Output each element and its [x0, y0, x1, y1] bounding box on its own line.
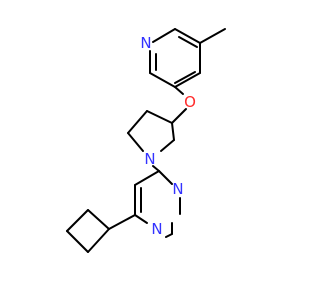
bond: [108, 214, 136, 230]
bond: [66, 209, 89, 232]
bond: [87, 209, 110, 230]
atom-label-pyrrolidine-n: N: [144, 150, 155, 168]
atom-label-pyrimidine-n-top: N: [172, 180, 183, 198]
bond: [174, 86, 184, 95]
cyclobutyl-ring: [66, 209, 136, 253]
bond: [174, 72, 201, 88]
bond: [171, 122, 175, 141]
pyridine-ring: [149, 28, 201, 88]
bond: [174, 28, 201, 44]
atom-label-pyrimidine-n-bottom: N: [151, 220, 162, 238]
bond: [174, 71, 196, 84]
bond: [134, 214, 148, 224]
bond: [152, 28, 176, 43]
bond: [160, 139, 175, 152]
bond: [146, 110, 173, 124]
atom-label-pyridine-n: N: [140, 34, 151, 52]
bond: [149, 72, 176, 88]
bond: [66, 230, 89, 253]
atom-label-ether-o: O: [184, 93, 196, 111]
methyl-bond: [199, 28, 226, 44]
bond: [127, 132, 144, 152]
molecule-structure: N O N N N: [66, 28, 226, 253]
bond: [158, 170, 173, 185]
pyrrolidine-ring: [127, 110, 175, 152]
bond: [127, 110, 148, 134]
bond: [165, 233, 173, 238]
bond: [152, 165, 160, 172]
bond: [171, 108, 187, 124]
bond: [134, 170, 160, 186]
bond: [178, 36, 198, 48]
bond: [87, 228, 110, 253]
pyrimidine-ring: [134, 170, 181, 238]
